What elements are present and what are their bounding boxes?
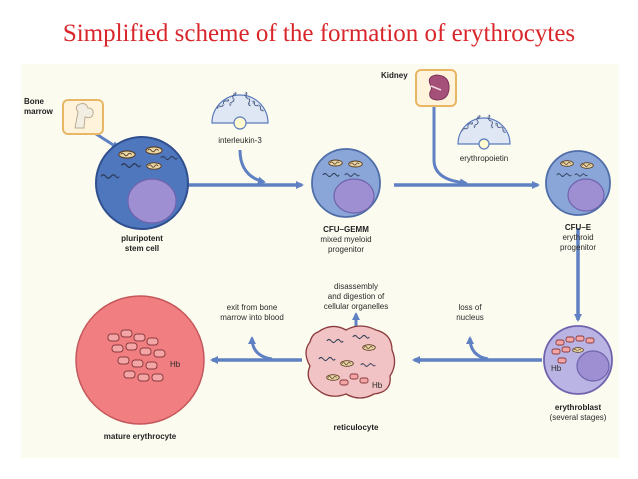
arrow-loss-of-nucleus xyxy=(466,336,489,361)
kidney-source: Kidney xyxy=(381,69,457,107)
reticulocyte-label: reticulocyte xyxy=(334,423,379,432)
cfu-e-sublabel-1: erythroid xyxy=(562,233,593,242)
erythroblast-label: erythroblast xyxy=(555,403,602,412)
hemoglobin-cluster xyxy=(107,329,166,382)
nucleus xyxy=(576,350,610,382)
nucleus xyxy=(567,178,605,212)
ligand-icon xyxy=(478,138,490,150)
erythropoietin-factor: erythropoietin xyxy=(457,114,511,163)
cfu-gemm-cell: CFU–GEMM mixed myeloid progenitor xyxy=(311,148,381,254)
bone-marrow-source: Bone marrow xyxy=(24,97,104,135)
nucleus xyxy=(333,178,375,214)
disassembly-label-1: disassembly xyxy=(334,282,378,291)
event-labels: loss of nucleus disassembly and digestio… xyxy=(220,282,484,322)
bone-icon xyxy=(74,103,94,129)
disassembly-label-2: and digestion of xyxy=(328,292,385,301)
reticulocyte-cell: Hb reticulocyte xyxy=(305,325,396,432)
exit-marrow-label-2: marrow into blood xyxy=(220,313,284,322)
disassembly-label-3: cellular organelles xyxy=(324,302,388,311)
cfu-e-cell: CFU–E erythroid progenitor xyxy=(545,150,611,252)
erythropoietin-label: erythropoietin xyxy=(460,154,508,163)
cfu-e-label: CFU–E xyxy=(565,223,592,232)
kidney-icon xyxy=(428,74,450,101)
interleukin-3-factor: interleukin-3 xyxy=(211,91,269,145)
arrow-exit-marrow xyxy=(248,336,273,361)
stem-cell-label-1: pluripotent xyxy=(121,234,163,243)
exit-marrow-label-1: exit from bone xyxy=(227,303,278,312)
arrow-interleukin-to-path xyxy=(238,149,266,185)
hb-label: Hb xyxy=(372,381,383,390)
pluripotent-stem-cell: pluripotent stem cell xyxy=(95,136,189,253)
hb-label: Hb xyxy=(551,364,562,373)
ligand-icon xyxy=(233,116,247,130)
cfu-gemm-label: CFU–GEMM xyxy=(323,225,369,234)
mature-erythrocyte-label: mature erythrocyte xyxy=(104,432,177,441)
bone-label: Bone xyxy=(24,97,45,106)
erythroblast-cell: Hb erythroblast (several stages) xyxy=(543,325,613,422)
marrow-label: marrow xyxy=(24,107,54,116)
stem-cell-label-2: stem cell xyxy=(125,244,159,253)
kidney-label: Kidney xyxy=(381,71,408,80)
page-title: Simplified scheme of the formation of er… xyxy=(62,20,576,47)
loss-of-nucleus-label-2: nucleus xyxy=(456,313,484,322)
cfu-e-sublabel-2: progenitor xyxy=(560,243,596,252)
cfu-gemm-sublabel-2: progenitor xyxy=(328,245,364,254)
nucleus xyxy=(127,178,177,224)
flow-arrows xyxy=(92,107,582,364)
erythroblast-sublabel: (several stages) xyxy=(550,413,607,422)
mature-erythrocyte-cell: Hb mature erythrocyte xyxy=(75,295,205,441)
loss-of-nucleus-label-1: loss of xyxy=(458,303,482,312)
interleukin-label: interleukin-3 xyxy=(218,136,262,145)
hb-label: Hb xyxy=(170,360,181,369)
arrow-kidney-to-path xyxy=(432,107,468,187)
cfu-gemm-sublabel-1: mixed myeloid xyxy=(320,235,371,244)
